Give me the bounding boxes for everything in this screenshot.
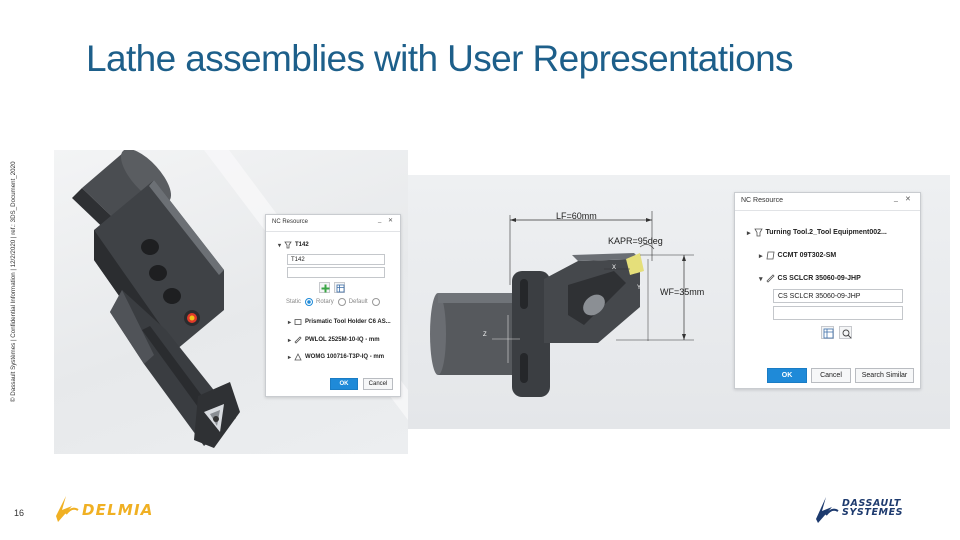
mode-static-label: Static xyxy=(286,299,302,305)
expand-caret-icon[interactable]: ▸ xyxy=(288,319,292,326)
tree-root-label: Turning Tool.2_Tool Equipment002... xyxy=(765,229,887,236)
copyright-text: © Dassault Systèmes | Confidential Infor… xyxy=(10,161,17,402)
dialog-title: NC Resource xyxy=(741,197,784,204)
tree-grandchild-item[interactable]: ▾ CS SCLCR 35060-09-JHP xyxy=(759,274,861,283)
tool-icon xyxy=(284,241,292,249)
table-icon xyxy=(336,284,344,292)
tree-root-label: T142 xyxy=(295,242,309,248)
tree-root-item[interactable]: ▸ Turning Tool.2_Tool Equipment002... xyxy=(747,228,887,237)
tree-child-item[interactable]: ▸ CCMT 09T302-SM xyxy=(759,251,836,260)
page-number: 16 xyxy=(14,508,25,518)
turning-tool-render xyxy=(430,211,694,397)
axis-x-label: X xyxy=(612,265,617,271)
tree-item-label: PWLOL 2525M-10-IQ - mm xyxy=(305,337,380,343)
tree-root-item[interactable]: ▾ T142 xyxy=(278,241,309,249)
tree-item-tool[interactable]: ▸ PWLOL 2525M-10-IQ - mm xyxy=(288,336,380,344)
turning-tool-screenshot: LF=60mm KAPR=95deg WF=35mm X Y Z NC Reso… xyxy=(408,175,950,429)
holder-icon xyxy=(294,319,302,325)
dassault-systemes-logo-text: DASSAULT SYSTEMES xyxy=(842,498,904,518)
expand-caret-icon[interactable]: ▸ xyxy=(747,229,751,237)
ds-logo-line2: SYSTEMES xyxy=(842,507,904,518)
holder-icon xyxy=(765,274,775,283)
insert-icon xyxy=(766,251,774,260)
search-resource-button[interactable] xyxy=(839,326,852,339)
minimize-button[interactable]: _ xyxy=(378,217,382,223)
mode-rotary-radio[interactable] xyxy=(337,298,346,306)
mode-radio-group: Static Rotary Default xyxy=(286,298,383,306)
tool-icon xyxy=(753,228,763,237)
delmia-logo-text: DELMIA xyxy=(82,501,154,519)
search-icon xyxy=(842,329,851,338)
lathe-tool-holder-screenshot: NC Resource _ ✕ ▾ T142 T142 Static Rotar… xyxy=(54,150,408,454)
name-field[interactable]: CS SCLCR 35060-09-JHP xyxy=(773,289,903,303)
tool-icon xyxy=(294,336,302,344)
table-button[interactable] xyxy=(821,326,834,339)
tree-item-label: Prismatic Tool Holder C6 AS... xyxy=(305,319,391,325)
expand-caret-icon[interactable]: ▾ xyxy=(278,242,282,249)
lf-dimension-label: LF=60mm xyxy=(556,211,597,221)
name-field[interactable]: T142 xyxy=(287,254,385,265)
tree-item-label: WOMG 100716-T3P-IQ - mm xyxy=(305,354,385,360)
tree-item-holder[interactable]: ▸ Prismatic Tool Holder C6 AS... xyxy=(288,318,391,326)
add-button[interactable] xyxy=(319,282,330,293)
close-button[interactable]: ✕ xyxy=(388,218,394,224)
secondary-field[interactable] xyxy=(773,306,903,320)
tree-item-insert[interactable]: ▸ WOMG 100716-T3P-IQ - mm xyxy=(288,353,384,361)
mode-default-radio[interactable] xyxy=(371,298,380,306)
dassault-systemes-logo-mark-icon xyxy=(816,497,839,523)
nc-resource-dialog: NC Resource _ ✕ ▾ T142 T142 Static Rotar… xyxy=(265,214,401,397)
cancel-button[interactable]: Cancel xyxy=(811,368,851,383)
minimize-button[interactable]: _ xyxy=(894,195,898,202)
tree-child-label: CCMT 09T302-SM xyxy=(777,252,837,259)
mode-default-label: Default xyxy=(348,299,368,305)
expand-caret-icon[interactable]: ▸ xyxy=(288,354,292,361)
slide-title: Lathe assemblies with User Representatio… xyxy=(86,38,794,79)
cancel-button[interactable]: Cancel xyxy=(363,378,393,390)
expand-caret-icon[interactable]: ▸ xyxy=(288,337,292,344)
tree-grandchild-label: CS SCLCR 35060-09-JHP xyxy=(777,275,861,282)
dialog-header: NC Resource _ ✕ xyxy=(735,193,920,211)
mode-static-radio[interactable] xyxy=(305,298,314,306)
dialog-title: NC Resource xyxy=(272,219,309,225)
ok-button[interactable]: OK xyxy=(767,368,807,383)
expand-caret-icon[interactable]: ▾ xyxy=(759,275,763,283)
delmia-logo-mark-icon xyxy=(56,496,79,522)
secondary-field[interactable] xyxy=(287,267,385,278)
wf-dimension-label: WF=35mm xyxy=(660,287,705,297)
ds-logo-line1: DASSAULT xyxy=(842,498,901,509)
dialog-header: NC Resource _ ✕ xyxy=(266,215,400,232)
mode-rotary-label: Rotary xyxy=(316,299,334,305)
table-button[interactable] xyxy=(334,282,345,293)
search-similar-button[interactable]: Search Similar xyxy=(855,368,914,383)
axis-y-label: Y xyxy=(637,285,642,291)
expand-caret-icon[interactable]: ▸ xyxy=(759,252,763,260)
kapr-dimension-label: KAPR=95deg xyxy=(608,236,663,246)
axis-z-label: Z xyxy=(483,332,487,338)
plus-icon xyxy=(321,284,329,292)
nc-resource-dialog: NC Resource _ ✕ ▸ Turning Tool.2_Tool Eq… xyxy=(734,192,921,389)
table-icon xyxy=(823,328,833,338)
insert-icon xyxy=(294,353,302,361)
ok-button[interactable]: OK xyxy=(330,378,358,390)
close-button[interactable]: ✕ xyxy=(905,196,911,203)
